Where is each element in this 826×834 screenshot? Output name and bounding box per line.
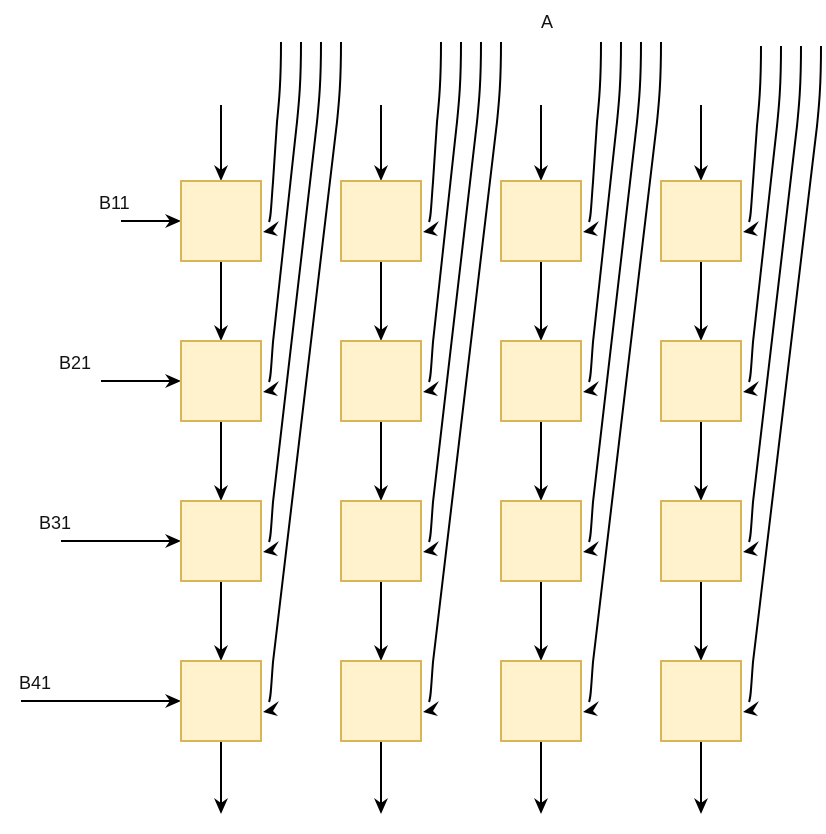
arrow-down-icon bbox=[694, 325, 708, 341]
arrow-down-icon bbox=[534, 645, 548, 661]
connection-lines bbox=[21, 41, 822, 814]
arrow-down-icon bbox=[374, 165, 388, 181]
a-feed-line bbox=[748, 45, 762, 223]
a-feed-line bbox=[748, 45, 802, 543]
processing-element-r3-c3 bbox=[500, 500, 582, 582]
a-feed-line bbox=[268, 41, 342, 703]
a-feed-line bbox=[428, 41, 462, 383]
label-a: A bbox=[541, 12, 553, 32]
arrow-left-icon bbox=[743, 221, 759, 236]
arrow-down-icon bbox=[214, 798, 228, 814]
processing-element-r3-c4 bbox=[660, 500, 742, 582]
a-feed-line bbox=[588, 41, 622, 383]
processing-element-r4-c2 bbox=[340, 660, 422, 742]
arrow-left-icon bbox=[583, 701, 599, 716]
arrow-down-icon bbox=[694, 485, 708, 501]
a-feed-line bbox=[588, 41, 662, 703]
arrow-left-icon bbox=[423, 541, 439, 556]
arrow-down-icon bbox=[534, 798, 548, 814]
arrow-left-icon bbox=[423, 381, 439, 396]
arrow-right-icon bbox=[165, 374, 181, 388]
arrow-down-icon bbox=[214, 165, 228, 181]
processing-element-r2-c3 bbox=[500, 340, 582, 422]
arrow-down-icon bbox=[214, 645, 228, 661]
arrow-right-icon bbox=[165, 534, 181, 548]
row-label-b41: B41 bbox=[19, 673, 51, 693]
processing-element-r1-c1 bbox=[180, 180, 262, 262]
arrow-down-icon bbox=[694, 798, 708, 814]
arrow-left-icon bbox=[743, 381, 759, 396]
arrow-down-icon bbox=[374, 798, 388, 814]
arrow-down-icon bbox=[694, 165, 708, 181]
processing-elements bbox=[180, 180, 742, 742]
row-label-b11: B11 bbox=[99, 193, 130, 213]
arrow-left-icon bbox=[583, 541, 599, 556]
arrow-left-icon bbox=[743, 541, 759, 556]
a-feed-line bbox=[428, 41, 482, 543]
processing-element-r3-c2 bbox=[340, 500, 422, 582]
arrow-left-icon bbox=[263, 221, 279, 236]
a-feed-line bbox=[428, 41, 442, 223]
processing-element-r4-c1 bbox=[180, 660, 262, 742]
a-feed-line bbox=[748, 45, 822, 703]
arrow-left-icon bbox=[583, 381, 599, 396]
a-feed-line bbox=[748, 45, 782, 383]
arrow-down-icon bbox=[534, 165, 548, 181]
processing-element-r3-c1 bbox=[180, 500, 262, 582]
arrow-left-icon bbox=[423, 221, 439, 236]
a-feed-line bbox=[268, 41, 322, 543]
a-feed-line bbox=[268, 41, 282, 223]
arrow-down-icon bbox=[534, 485, 548, 501]
a-feed-line bbox=[588, 41, 602, 223]
arrow-left-icon bbox=[743, 701, 759, 716]
processing-element-r1-c3 bbox=[500, 180, 582, 262]
arrow-right-icon bbox=[165, 694, 181, 708]
arrow-down-icon bbox=[374, 485, 388, 501]
arrow-left-icon bbox=[263, 701, 279, 716]
arrow-down-icon bbox=[694, 645, 708, 661]
processing-element-r2-c4 bbox=[660, 340, 742, 422]
row-label-b21: B21 bbox=[59, 353, 91, 373]
processing-element-r2-c1 bbox=[180, 340, 262, 422]
arrow-left-icon bbox=[263, 541, 279, 556]
arrow-down-icon bbox=[374, 325, 388, 341]
arrow-down-icon bbox=[534, 325, 548, 341]
processing-element-r1-c2 bbox=[340, 180, 422, 262]
arrow-down-icon bbox=[374, 645, 388, 661]
a-feed-line bbox=[268, 41, 302, 383]
processing-element-r4-c4 bbox=[660, 660, 742, 742]
row-label-b31: B31 bbox=[39, 513, 71, 533]
arrow-down-icon bbox=[214, 485, 228, 501]
a-feed-line bbox=[588, 41, 642, 543]
processing-element-r4-c3 bbox=[500, 660, 582, 742]
processing-element-r1-c4 bbox=[660, 180, 742, 262]
a-feed-line bbox=[428, 41, 502, 703]
arrow-left-icon bbox=[423, 701, 439, 716]
arrow-down-icon bbox=[214, 325, 228, 341]
processing-element-r2-c2 bbox=[340, 340, 422, 422]
arrow-left-icon bbox=[583, 221, 599, 236]
arrow-right-icon bbox=[165, 214, 181, 228]
arrow-left-icon bbox=[263, 381, 279, 396]
